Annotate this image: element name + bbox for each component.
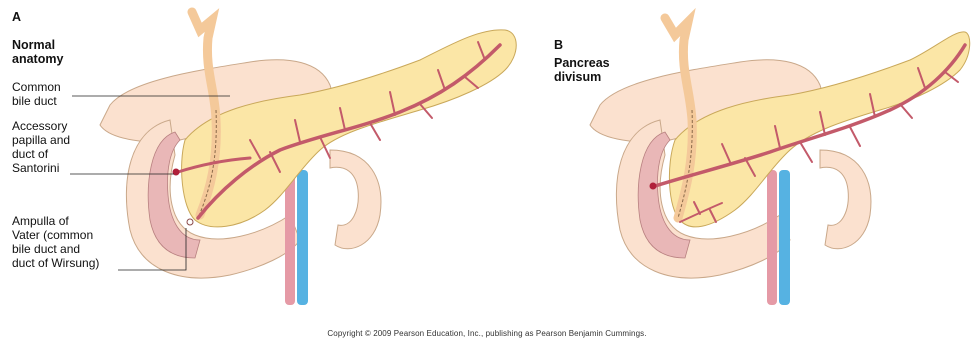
vein-a [297, 170, 308, 305]
jejunum-b [820, 150, 871, 249]
vein-b [779, 170, 790, 305]
panel-b-illustration [590, 18, 970, 305]
panel-a-illustration [70, 12, 516, 305]
jejunum-a [330, 150, 381, 249]
panel-b-title: Pancreas divisum [554, 56, 610, 84]
accessory-papilla-a [173, 169, 180, 176]
accessory-papilla-b [650, 183, 657, 190]
label-ampulla-of-vater: Ampulla of Vater (common bile duct and d… [12, 214, 99, 270]
panel-a-letter: A [12, 10, 21, 24]
panel-a-title: Normal anatomy [12, 38, 63, 66]
panel-b-letter: B [554, 38, 563, 52]
pancreas-b [669, 32, 969, 227]
copyright-notice: Copyright © 2009 Pearson Education, Inc.… [0, 329, 974, 338]
label-accessory-papilla: Accessory papilla and duct of Santorini [12, 119, 70, 175]
artery-b [767, 170, 777, 305]
ampulla-a [187, 219, 193, 225]
artery-a [285, 170, 295, 305]
label-common-bile-duct: Common bile duct [12, 80, 61, 108]
